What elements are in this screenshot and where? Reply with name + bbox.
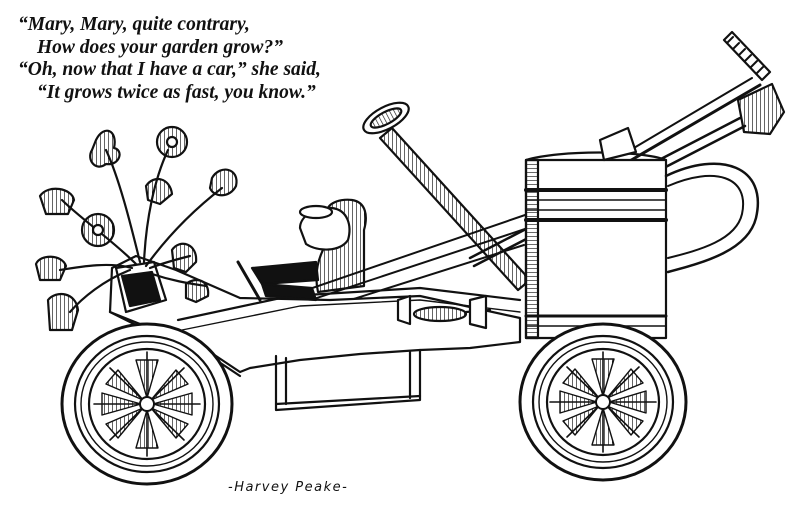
rear-wheel-icon — [518, 322, 688, 482]
watering-can-icon — [524, 126, 759, 340]
poem-verse: “Mary, Mary, quite contrary, How does yo… — [18, 14, 438, 104]
bonnet-driver-icon — [236, 198, 367, 302]
poem-line-4: “It grows twice as fast, you know.” — [37, 81, 316, 103]
artist-signature: -Harvey Peake- — [228, 480, 349, 495]
flower-icon — [34, 125, 238, 332]
rake-icon — [621, 30, 772, 164]
poem-line-1: “Mary, Mary, quite contrary, — [18, 14, 250, 35]
poem-line-3: “Oh, now that I have a car,” she said, — [18, 59, 321, 80]
poem-line-2: How does your garden grow?” — [37, 36, 283, 58]
front-wheel-icon — [60, 322, 234, 486]
spout-icon — [362, 101, 532, 292]
car-body — [108, 254, 522, 412]
